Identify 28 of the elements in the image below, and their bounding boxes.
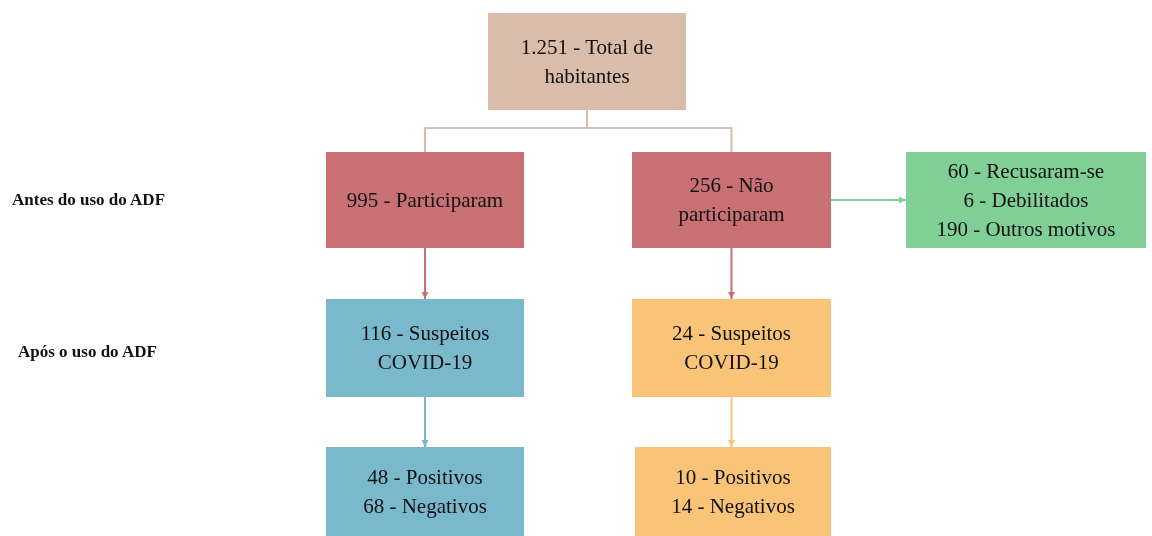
process-box (326, 152, 524, 248)
process-box (906, 152, 1146, 248)
arrow (421, 247, 429, 300)
box-text: 10 - Positivos (675, 463, 791, 491)
process-box (635, 447, 831, 536)
process-box (632, 152, 831, 248)
process-box (326, 299, 524, 397)
box-text: 1.251 - Total de habitantes (519, 33, 655, 90)
process-box (632, 299, 831, 397)
arrow (728, 396, 735, 448)
box-text: 60 - Recusaram-se (947, 157, 1105, 185)
box-text: 116 - Suspeitos COVID-19 (359, 320, 491, 376)
process-box (488, 13, 686, 110)
row-label: Após o uso do ADF (18, 341, 157, 363)
arrow (830, 196, 907, 204)
bracket-connector (586, 109, 733, 153)
box-text: 14 - Negativos (671, 492, 795, 520)
box-text: 190 - Outros motivos (936, 215, 1116, 243)
box-text: 48 - Positivos (367, 463, 483, 491)
box-text: 6 - Debilitados (963, 186, 1089, 214)
box-text: 256 - Não participaram (677, 172, 786, 228)
arrow (728, 247, 735, 300)
process-box (326, 447, 524, 536)
arrow (421, 396, 429, 448)
box-text: 68 - Negativos (363, 492, 487, 520)
box-text: 995 - Participaram (346, 186, 504, 214)
row-label: Antes do uso do ADF (12, 189, 166, 211)
box-text: 24 - Suspeitos COVID-19 (671, 320, 792, 376)
